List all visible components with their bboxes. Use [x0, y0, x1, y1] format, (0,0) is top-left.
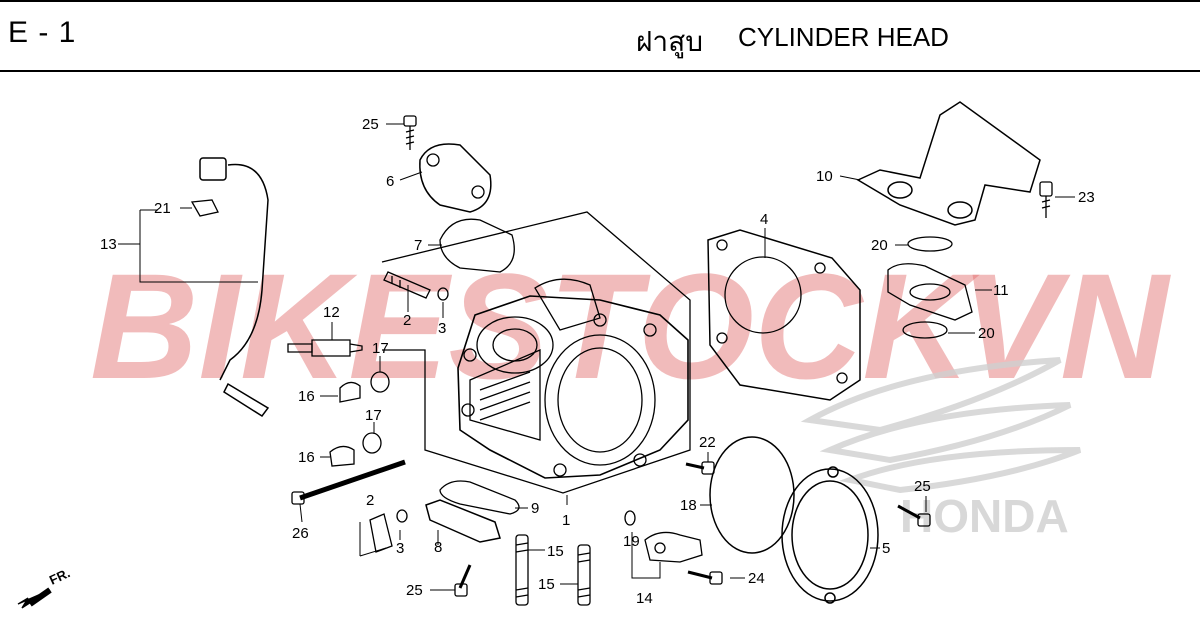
- callout-10: 10: [816, 168, 833, 185]
- watermark-text-left: BIKESTOCK: [90, 242, 980, 410]
- long-stud-bolt: [291, 459, 406, 505]
- cap-nut-lower: [329, 445, 355, 467]
- stud-bolt-a: [515, 534, 529, 606]
- o-ring-lower: [902, 321, 948, 339]
- cylinder-head: [457, 278, 689, 479]
- tensioner-gasket: [439, 480, 520, 515]
- callout-26: 26: [292, 525, 309, 542]
- callout-9: 9: [531, 500, 539, 517]
- callout-20-upper: 20: [871, 237, 888, 254]
- cap-nut-upper: [339, 381, 361, 403]
- guide-clip-bottom: [396, 509, 408, 523]
- callout-18: 18: [680, 497, 697, 514]
- insulator: [887, 263, 973, 321]
- cylinder-gasket: [707, 229, 861, 401]
- callout-14: 14: [636, 590, 653, 607]
- intake-pipe: [856, 101, 1041, 226]
- sensor-washer: [624, 510, 636, 526]
- callout-25-top: 25: [362, 116, 379, 133]
- group-outline-main: [381, 211, 691, 494]
- callout-2-top: 2: [403, 312, 411, 329]
- front-direction-label: FR.: [47, 565, 72, 587]
- valve-cover: [419, 143, 492, 213]
- callout-16-lower: 16: [298, 449, 315, 466]
- o-ring-upper: [907, 236, 953, 252]
- cover-gasket: [439, 218, 515, 273]
- callout-labels: 25 6 7 2 3 4 10 23 20 11 20 13 21 12 17 …: [100, 116, 1095, 607]
- callout-8: 8: [434, 539, 442, 556]
- callout-19: 19: [623, 533, 640, 550]
- callout-7: 7: [414, 237, 422, 254]
- guide-clip-top: [437, 287, 449, 301]
- callout-3-top: 3: [438, 320, 446, 337]
- stud-bolt-b: [577, 544, 591, 606]
- cover-bolt-top: [403, 115, 417, 150]
- callout-17-upper: 17: [372, 340, 389, 357]
- valve-guide-bottom: [369, 513, 393, 553]
- harness-clip: [190, 199, 219, 217]
- callout-25-right: 25: [914, 478, 931, 495]
- callout-6: 6: [386, 173, 394, 190]
- page-title-thai: ฝาสูบ: [636, 25, 703, 58]
- callout-20-lower: 20: [978, 325, 995, 342]
- callout-13: 13: [100, 236, 117, 253]
- callout-15-b: 15: [538, 576, 555, 593]
- callout-15-a: 15: [547, 543, 564, 560]
- spark-plug: [287, 339, 363, 357]
- wing-logo: [800, 357, 1082, 494]
- side-cover: [781, 466, 879, 604]
- callout-5: 5: [882, 540, 890, 557]
- callout-1: 1: [562, 512, 570, 529]
- side-cover-bolt: [897, 504, 931, 527]
- callout-23: 23: [1078, 189, 1095, 206]
- logo-text: HONDA: [900, 490, 1069, 542]
- callout-17-lower: 17: [365, 407, 382, 424]
- callout-22: 22: [699, 434, 716, 451]
- washer-lower: [362, 432, 382, 454]
- header-divider: [0, 70, 1200, 72]
- head-bolt-22: [685, 461, 715, 475]
- top-border: [0, 0, 1200, 2]
- temperature-sensor: [644, 531, 703, 563]
- callout-3-bottom: 3: [396, 540, 404, 557]
- intake-bolt: [1039, 181, 1053, 218]
- callout-21: 21: [154, 200, 171, 217]
- valve-guide-top: [383, 271, 431, 299]
- callout-4: 4: [760, 211, 768, 228]
- sensor-bolt: [687, 570, 723, 585]
- callout-12: 12: [323, 304, 340, 321]
- cam-chain-tensioner: [425, 499, 501, 543]
- callout-25-bottom: 25: [406, 582, 423, 599]
- watermark-text-right: VN: [960, 242, 1171, 410]
- o2-sensor-harness: [199, 157, 270, 418]
- callout-11: 11: [993, 282, 1009, 299]
- bottom-bolt: [454, 564, 472, 597]
- watermark: BIKESTOCK VN HONDA: [90, 242, 1171, 542]
- leader-lines: [118, 123, 1075, 591]
- callout-16-upper: 16: [298, 388, 315, 405]
- callout-24: 24: [748, 570, 765, 587]
- side-cover-o-ring: [709, 436, 795, 554]
- page-title: CYLINDER HEAD: [738, 22, 949, 52]
- page-code: E - 1: [8, 16, 77, 49]
- callout-2-bottom: 2: [366, 492, 374, 509]
